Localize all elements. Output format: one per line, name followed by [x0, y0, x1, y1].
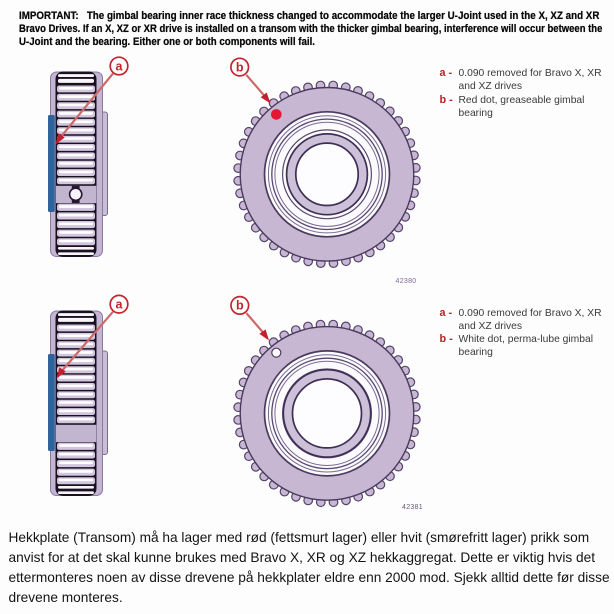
svg-text:b: b [236, 299, 244, 313]
svg-text:a: a [116, 298, 124, 312]
svg-text:a: a [116, 59, 124, 73]
svg-text:b: b [236, 60, 244, 74]
